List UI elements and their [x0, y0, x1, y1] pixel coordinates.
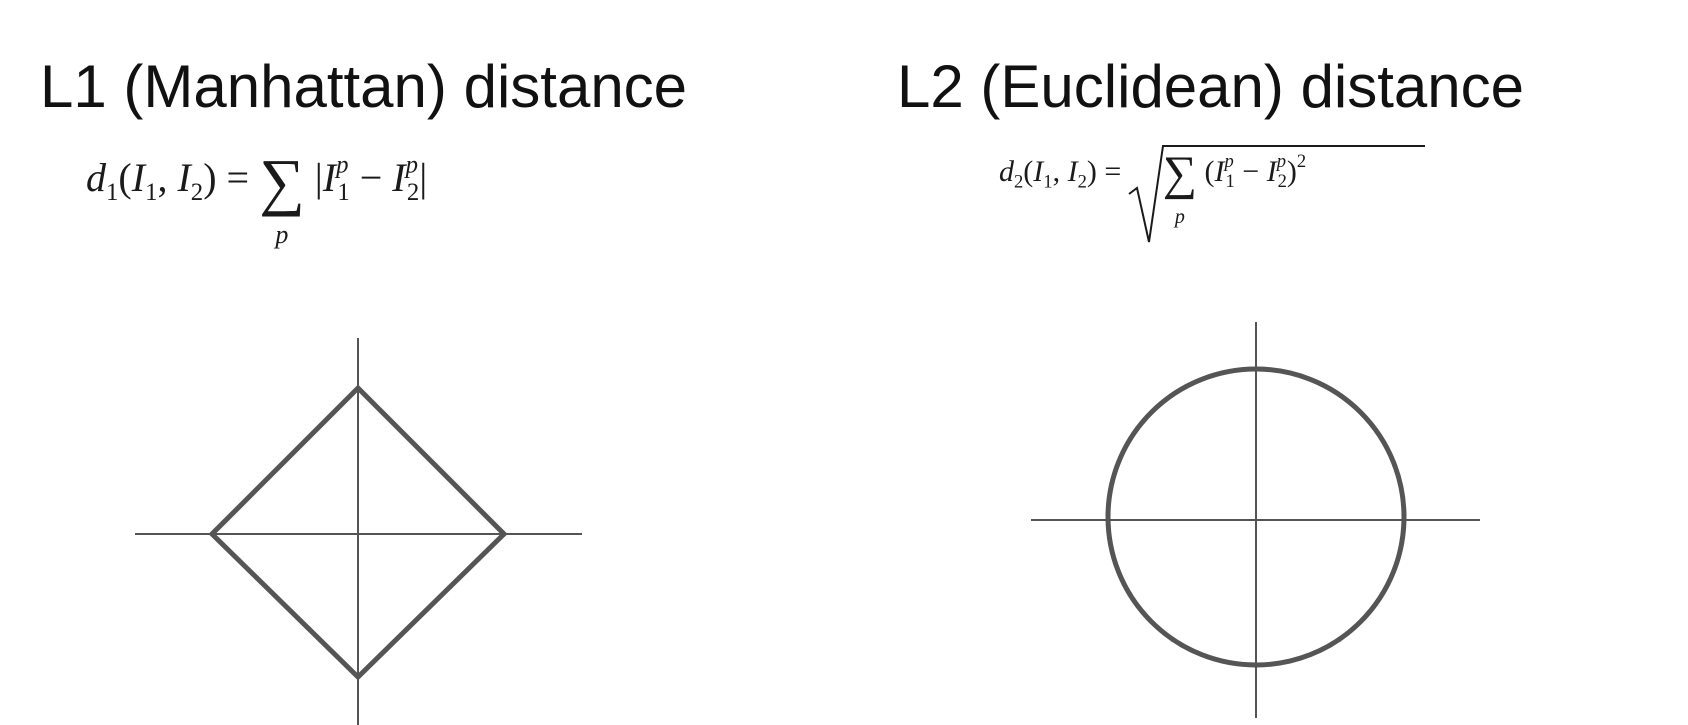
- l1-term2: I: [392, 155, 406, 201]
- l1-term2-sub: 2: [406, 178, 420, 206]
- l1-arg1: I: [131, 155, 146, 201]
- l1-abs-close: |: [419, 155, 428, 201]
- l1-fn: d: [86, 155, 106, 201]
- l1-abs-open: |: [314, 155, 323, 201]
- l2-formula: d2(I1, I2) = ∑ p (Ip1 − Ip2)2: [999, 145, 1425, 260]
- l2-arg2-sub: 2: [1077, 171, 1087, 193]
- l2-arg2: I: [1067, 154, 1078, 188]
- l2-comma: ,: [1052, 154, 1061, 188]
- l1-panel: L1 (Manhattan) distance d1(I1, I2) = ∑ p…: [40, 53, 688, 725]
- l1-term2-sup: p: [405, 151, 419, 179]
- l2-power: 2: [1296, 150, 1307, 172]
- l2-circle-shape: [1105, 366, 1407, 668]
- l2-term2-sub: 2: [1277, 171, 1287, 193]
- l2-arg1: I: [1033, 154, 1044, 188]
- l2-summation: ∑ p: [1162, 147, 1198, 229]
- l2-term2: I: [1266, 154, 1277, 188]
- l2-title: L2 (Euclidean) distance: [897, 53, 1525, 120]
- l2-sigma: ∑: [1162, 147, 1198, 200]
- l1-arg2: I: [177, 155, 191, 201]
- l2-term2-sup: p: [1276, 150, 1286, 172]
- l2-term1-sup: p: [1224, 150, 1234, 172]
- l1-sigma: ∑: [259, 146, 305, 217]
- l2-diagram: [1031, 322, 1480, 718]
- l2-sqrt: ∑ p (Ip1 − Ip2)2: [1128, 145, 1425, 243]
- l1-sum-index: p: [275, 220, 289, 249]
- l1-term1: I: [322, 155, 337, 201]
- l1-diagram: [135, 338, 582, 725]
- l2-sum-index: p: [1174, 206, 1185, 228]
- l1-minus: −: [359, 155, 383, 201]
- l1-title: L1 (Manhattan) distance: [40, 53, 688, 120]
- l2-panel: L2 (Euclidean) distance d2(I1, I2) = ∑ p…: [844, 0, 1688, 725]
- l2-term1-sub: 1: [1225, 171, 1235, 193]
- l2-minus: −: [1242, 154, 1260, 188]
- l1-summation: ∑ p: [259, 146, 305, 250]
- l2-sqrt-sign: [1128, 145, 1425, 243]
- l2-term1: I: [1214, 154, 1225, 188]
- l2-fn: d: [999, 154, 1014, 188]
- l2-arg1-sub: 1: [1043, 171, 1053, 193]
- l2-fn-sub: 2: [1014, 171, 1024, 193]
- l1-diamond-shape: [208, 384, 508, 681]
- l1-term1-sup: p: [336, 151, 349, 179]
- l1-arg1-sub: 1: [145, 178, 158, 206]
- l1-equals: =: [226, 155, 250, 201]
- l1-formula: d1(I1, I2) = ∑ p |Ip1 − Ip2|: [86, 146, 428, 250]
- l2-equals: =: [1104, 154, 1122, 188]
- l1-arg2-sub: 2: [190, 178, 204, 206]
- l1-term1-sub: 1: [337, 178, 350, 206]
- l1-fn-sub: 1: [106, 178, 119, 206]
- l1-comma: ,: [157, 155, 168, 201]
